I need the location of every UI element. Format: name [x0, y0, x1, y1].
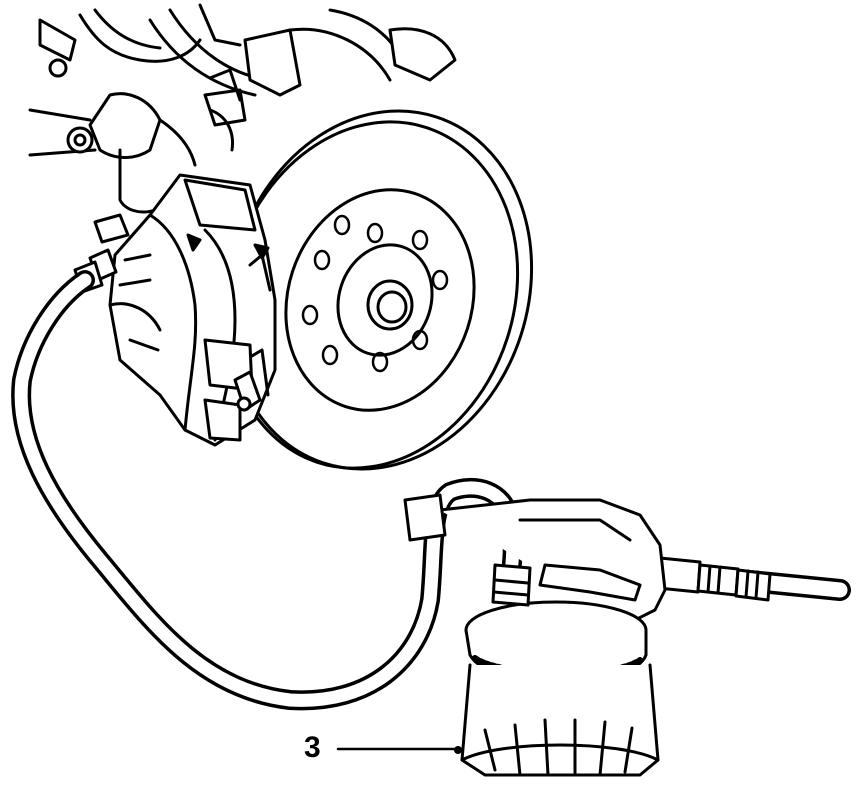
suspension-assembly — [28, 3, 457, 214]
brake-caliper — [108, 173, 277, 447]
bleeding-unit — [403, 493, 667, 777]
callout-label-3: 3 — [304, 731, 321, 764]
wheel-stud-holes — [301, 214, 449, 373]
callout-3-leader — [336, 746, 462, 754]
bleed-hose — [11, 270, 523, 711]
air-supply-line — [656, 556, 851, 602]
